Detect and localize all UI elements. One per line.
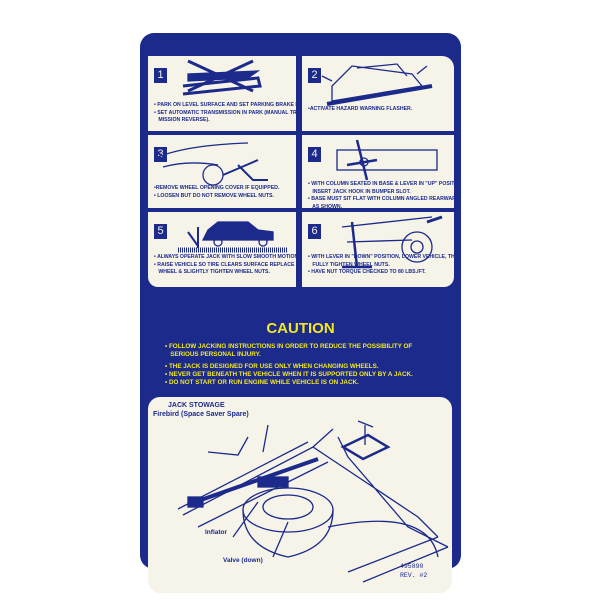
step-text-line: •REMOVE WHEEL OPENING COVER IF EQUIPPED.	[154, 185, 280, 191]
step-text-line: WHEEL & SLIGHTLY TIGHTEN WHEEL NUTS.	[154, 269, 270, 275]
caution-line: • DO NOT START OR RUN ENGINE WHILE VEHIC…	[165, 379, 359, 387]
step-text-line: FULLY TIGHTEN WHEEL NUTS.	[308, 261, 390, 268]
inflator-label: Inflator	[205, 529, 228, 536]
step-illustration	[157, 142, 268, 186]
jack-stowage-panel: JACK STOWAGE Firebird (Space Saver Spare…	[148, 397, 452, 593]
step-text-line: INSERT JACK HOOK IN BUMPER SLOT.	[308, 188, 411, 195]
step-number: 6	[308, 224, 321, 239]
stowage-title: JACK STOWAGE	[168, 402, 225, 409]
step-panel-1: 1 • PARK ON LEVEL SURFACE AND SET PARKING…	[148, 56, 296, 131]
step-illustration	[336, 139, 438, 181]
jacking-instruction-decal: 1 • PARK ON LEVEL SURFACE AND SET PARKING…	[140, 33, 461, 593]
step-panel-4: 4 • WITH COLUMN SEATED IN BASE & LEVER IN…	[302, 135, 454, 208]
step-text-line: • RAISE VEHICLE SO TIRE CLEARS SURFACE R…	[154, 261, 295, 268]
caution-list: • FOLLOW JACKING INSTRUCTIONS IN ORDER T…	[165, 343, 413, 387]
step-text-line: • WITH LEVER IN "DOWN" POSITION, LOWER V…	[308, 254, 454, 260]
stowage-subtitle: Firebird (Space Saver Spare)	[153, 411, 249, 418]
trunk-illustration	[177, 420, 449, 583]
revision: REV. #2	[400, 572, 428, 579]
step-number: 4	[308, 147, 321, 162]
step-panel-3: 3 •REMOVE WHEEL OPENING COVER IF EQUIPPED…	[148, 135, 296, 208]
step-panel-5: 5 • ALWAYS OPERATE JACK WITH SLOW SMOOTH …	[148, 212, 296, 287]
step-text-line: • PARK ON LEVEL SURFACE AND SET PARKING …	[154, 102, 296, 108]
step-number: 1	[154, 68, 167, 83]
caution-line: • NEVER GET BENEATH THE VEHICLE WHEN IT …	[165, 370, 413, 378]
step-panel-6: 6 • WITH LEVER IN "DOWN" POSITION, LOWER …	[302, 212, 454, 287]
step-text-line: •ACTIVATE HAZARD WARNING FLASHER.	[308, 106, 413, 112]
step-panel-2: 2 •ACTIVATE HAZARD WARNING FLASHER.	[302, 56, 454, 131]
step-text-line: MISSION REVERSE).	[154, 117, 210, 123]
part-number: 495890	[400, 563, 424, 570]
step-illustration	[321, 63, 433, 106]
valve-label: Valve (down)	[223, 557, 263, 564]
step-text-line: • BASE MUST SIT FLAT WITH COLUMN ANGLED …	[308, 196, 454, 202]
step-text-line: AS SHOWN.	[308, 203, 343, 209]
caution-line: • THE JACK IS DESIGNED FOR USE ONLY WHEN…	[165, 362, 379, 370]
step-illustration	[341, 215, 443, 269]
step-text-line: • SET AUTOMATIC TRANSMISSION IN PARK (MA…	[154, 109, 296, 116]
step-text-line: • WITH COLUMN SEATED IN BASE & LEVER IN …	[308, 181, 454, 187]
caution-line: • FOLLOW JACKING INSTRUCTIONS IN ORDER T…	[165, 343, 413, 350]
step-text-line: • ALWAYS OPERATE JACK WITH SLOW SMOOTH M…	[154, 254, 296, 260]
step-number: 3	[154, 147, 167, 162]
caution-heading: CAUTION	[266, 320, 335, 337]
step-text-line: • HAVE NUT TORQUE CHECKED TO 80 LBS./FT.	[308, 269, 426, 275]
step-illustration	[182, 59, 262, 96]
step-number: 2	[308, 68, 321, 83]
step-illustration	[178, 221, 288, 253]
step-text-line: • LOOSEN BUT DO NOT REMOVE WHEEL NUTS.	[154, 192, 274, 199]
step-number: 5	[154, 224, 167, 239]
caution-line: SERIOUS PERSONAL INJURY.	[165, 351, 261, 359]
